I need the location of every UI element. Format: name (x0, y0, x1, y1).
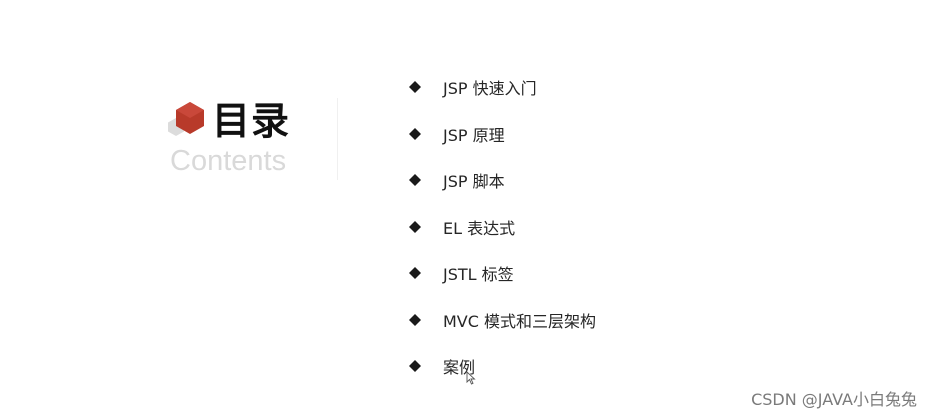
vertical-divider (337, 98, 338, 180)
diamond-bullet-icon (408, 313, 422, 327)
contents-item-label: JSP 脚本 (443, 172, 505, 192)
diamond-bullet-icon (408, 220, 422, 234)
page-title: 目录 (212, 99, 291, 143)
diamond-bullet-icon (408, 173, 422, 187)
diamond-bullet-icon (408, 359, 422, 373)
diamond-bullet-icon (408, 127, 422, 141)
contents-list: JSP 快速入门 JSP 原理 JSP 脚本 EL 表达式 JSTL 标签 (408, 64, 596, 390)
contents-item: JSP 快速入门 (408, 64, 596, 111)
contents-item-label: JSTL 标签 (443, 265, 514, 285)
mouse-pointer-icon (466, 370, 476, 385)
contents-item: MVC 模式和三层架构 (408, 297, 596, 344)
contents-item-label: JSP 原理 (443, 125, 505, 145)
diamond-bullet-icon (408, 266, 422, 280)
contents-item: 案例 (408, 343, 596, 390)
hexagon-cubes-icon (164, 100, 208, 140)
contents-item: EL 表达式 (408, 204, 596, 251)
diamond-bullet-icon (408, 80, 422, 94)
contents-item: JSP 原理 (408, 111, 596, 158)
contents-item-label: JSP 快速入门 (443, 79, 537, 99)
watermark: CSDN @JAVA小白兔兔 (751, 390, 917, 409)
contents-item: JSTL 标签 (408, 250, 596, 297)
page-subtitle: Contents (170, 145, 287, 177)
contents-item: JSP 脚本 (408, 157, 596, 204)
contents-item-label: EL 表达式 (443, 218, 516, 238)
contents-item-label: MVC 模式和三层架构 (443, 311, 597, 331)
